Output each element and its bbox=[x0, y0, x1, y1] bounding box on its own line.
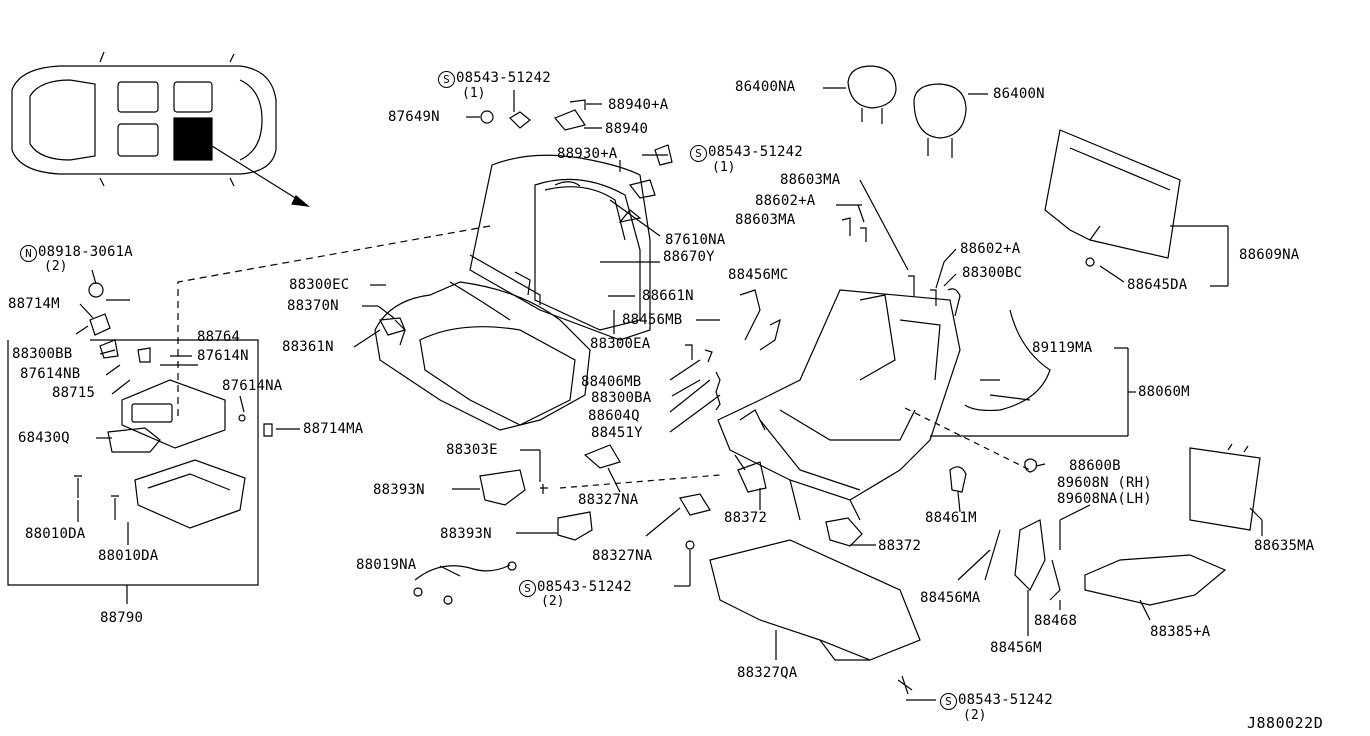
label-88406MB: 88406MB bbox=[581, 374, 642, 390]
label-88361N: 88361N bbox=[282, 339, 334, 355]
hardware-illustration bbox=[379, 99, 961, 411]
label-88327QA: 88327QA bbox=[737, 665, 798, 681]
label-88461M: 88461M bbox=[925, 510, 977, 526]
label-88327NA-a: 88327NA bbox=[578, 492, 639, 508]
lower-parts-illustration bbox=[413, 443, 1261, 695]
label-88602A-a: 88602+A bbox=[755, 193, 816, 209]
label-88456MC: 88456MC bbox=[728, 267, 789, 283]
seat-back-illustration bbox=[469, 154, 651, 341]
label-87649N: 87649N bbox=[388, 109, 440, 125]
label-88600B: 88600B bbox=[1069, 458, 1121, 474]
qty-08543-d: (2) bbox=[963, 708, 987, 723]
label-88790: 88790 bbox=[100, 610, 144, 626]
label-88456M: 88456M bbox=[990, 640, 1042, 656]
screw-symbol-icon: S bbox=[438, 71, 455, 88]
label-88010DA-b: 88010DA bbox=[98, 548, 159, 564]
label-88609NA: 88609NA bbox=[1239, 247, 1300, 263]
label-88300EA: 88300EA bbox=[590, 336, 651, 352]
label-88714M: 88714M bbox=[8, 296, 60, 312]
label-88019NA: 88019NA bbox=[356, 557, 417, 573]
label-86400NA: 86400NA bbox=[735, 79, 796, 95]
nut-symbol-icon: N bbox=[20, 245, 37, 262]
label-88372-b: 88372 bbox=[878, 538, 922, 554]
label-88327NA-b: 88327NA bbox=[592, 548, 653, 564]
label-88645DA: 88645DA bbox=[1127, 277, 1188, 293]
label-88060M: 88060M bbox=[1138, 384, 1190, 400]
label-88385A: 88385+A bbox=[1150, 624, 1211, 640]
label-88635MA: 88635MA bbox=[1254, 538, 1315, 554]
label-87610NA: 87610NA bbox=[665, 232, 726, 248]
label-88393N-a: 88393N bbox=[373, 482, 425, 498]
label-88715: 88715 bbox=[52, 385, 96, 401]
label-88714MA: 88714MA bbox=[303, 421, 364, 437]
label-88300BB: 88300BB bbox=[12, 346, 73, 362]
label-88456MB: 88456MB bbox=[622, 312, 683, 328]
label-88303E: 88303E bbox=[446, 442, 498, 458]
label-88603MA-a: 88603MA bbox=[780, 172, 841, 188]
screw-symbol-icon: S bbox=[690, 145, 707, 162]
label-88604Q: 88604Q bbox=[588, 408, 640, 424]
label-88940: 88940 bbox=[605, 121, 649, 137]
back-board-illustration bbox=[1044, 129, 1181, 267]
label-88940A: 88940+A bbox=[608, 97, 669, 113]
label-88010DA-a: 88010DA bbox=[25, 526, 86, 542]
label-88930A: 88930+A bbox=[557, 146, 618, 162]
armrest-group-bracket bbox=[7, 339, 259, 586]
qty-08543-b: (1) bbox=[712, 160, 736, 175]
label-88670Y: 88670Y bbox=[663, 249, 715, 265]
label-88602A-b: 88602+A bbox=[960, 241, 1021, 257]
label-88300BA: 88300BA bbox=[591, 390, 652, 406]
label-89119MA: 89119MA bbox=[1032, 340, 1093, 356]
label-88764: 88764 bbox=[197, 329, 241, 345]
label-89608NA: 89608NA(LH) bbox=[1057, 491, 1152, 507]
screw-symbol-icon: S bbox=[519, 580, 536, 597]
qty-08543-a: (1) bbox=[462, 86, 486, 101]
label-88661N: 88661N bbox=[642, 288, 694, 304]
label-68430Q: 68430Q bbox=[18, 430, 70, 446]
label-88393N-b: 88393N bbox=[440, 526, 492, 542]
label-88370N: 88370N bbox=[287, 298, 339, 314]
label-88451Y: 88451Y bbox=[591, 425, 643, 441]
leader-lines bbox=[75, 87, 1263, 701]
vehicle-overview-icon bbox=[11, 51, 310, 207]
armrest-illustration bbox=[74, 282, 273, 529]
harness-illustration bbox=[964, 309, 1051, 412]
label-88468: 88468 bbox=[1034, 613, 1078, 629]
qty-08918: (2) bbox=[44, 259, 68, 274]
label-87614NB: 87614NB bbox=[20, 366, 81, 382]
label-88300BC: 88300BC bbox=[962, 265, 1023, 281]
seat-frame-illustration bbox=[717, 289, 961, 521]
label-88300EC: 88300EC bbox=[289, 277, 350, 293]
label-87614N: 87614N bbox=[197, 348, 249, 364]
label-88456MA: 88456MA bbox=[920, 590, 981, 606]
label-87614NA: 87614NA bbox=[222, 378, 283, 394]
screw-symbol-icon: S bbox=[940, 693, 957, 710]
label-89608N: 89608N (RH) bbox=[1057, 475, 1152, 491]
qty-08543-c: (2) bbox=[541, 594, 565, 609]
headrest-illustration bbox=[847, 65, 967, 158]
label-88603MA-b: 88603MA bbox=[735, 212, 796, 228]
figure-code: J880022D bbox=[1247, 714, 1324, 732]
label-86400N: 86400N bbox=[993, 86, 1045, 102]
label-88372-a: 88372 bbox=[724, 510, 768, 526]
